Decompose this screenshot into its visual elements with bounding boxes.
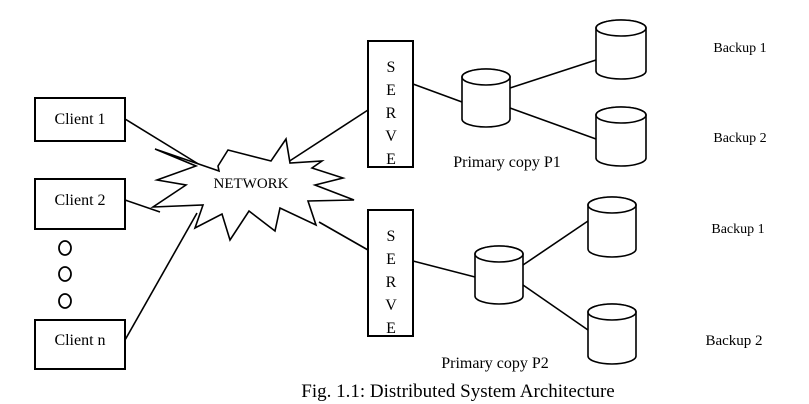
ellipsis-dot (58, 293, 72, 309)
client-2: Client 2 (34, 178, 126, 230)
cylinder-top (474, 245, 524, 263)
server-2-letter: S (387, 228, 396, 245)
primary-p2: Primary copy P2 (441, 245, 549, 372)
client-1: Client 1 (34, 97, 126, 142)
ellipsis-dots (58, 240, 72, 309)
cylinder-top (461, 68, 511, 86)
ellipsis-dot (58, 240, 72, 256)
edge-server2-p2 (412, 260, 476, 278)
server-1: S E R V E (367, 40, 414, 168)
network-cloud-icon (150, 136, 355, 242)
client-n-box (34, 319, 126, 370)
edge-p1-backup2 (509, 107, 597, 140)
backup-p2-1: Backup 1 (587, 196, 765, 258)
server-2-letter: E (386, 251, 396, 268)
server-2: S E R V E (367, 209, 414, 337)
server-2-box (367, 209, 414, 337)
server-2-letter: R (386, 274, 397, 291)
backup-p2-1-label: Backup 1 (711, 222, 764, 237)
client-n-label: Client n (54, 332, 105, 349)
cylinder-top (595, 106, 647, 124)
network: NETWORK (150, 136, 355, 242)
server-1-letter: V (385, 128, 397, 145)
backup-p2-2-label: Backup 2 (705, 333, 762, 349)
edge-client1-network (124, 118, 201, 166)
primary-p1: Primary copy P1 (453, 68, 561, 171)
client-n: Client n (34, 319, 126, 370)
server-1-letter: S (387, 59, 396, 76)
client-2-label: Client 2 (54, 192, 105, 209)
cylinder-top (595, 19, 647, 37)
edge-client2-network (124, 199, 161, 213)
edge-clientn-network (124, 212, 198, 341)
network-label: NETWORK (214, 176, 289, 192)
client-2-box (34, 178, 126, 230)
ellipsis-dot (58, 266, 72, 282)
edge-network-server1 (284, 109, 369, 165)
backup-p1-1-label: Backup 1 (713, 41, 766, 56)
backup-p1-1: Backup 1 (595, 19, 767, 80)
server-1-letter: R (386, 105, 397, 122)
server-1-letter: E (386, 151, 396, 168)
edge-network-server2 (318, 221, 369, 251)
server-1-letter: E (386, 82, 396, 99)
server-1-box (367, 40, 414, 168)
cylinder-top (587, 196, 637, 214)
server-2-letter: E (386, 320, 396, 337)
client-1-box (34, 97, 126, 142)
primary-p1-label: Primary copy P1 (453, 154, 561, 171)
backup-p1-2: Backup 2 (595, 106, 767, 167)
client-1-label: Client 1 (54, 111, 105, 128)
primary-p2-label: Primary copy P2 (441, 355, 549, 372)
edge-p2-backup1 (522, 220, 589, 266)
cylinder-top (587, 303, 637, 321)
edge-p1-backup1 (509, 59, 597, 89)
edge-server1-p1 (412, 83, 463, 103)
backup-p2-2: Backup 2 (587, 303, 763, 365)
figure-caption: Fig. 1.1: Distributed System Architectur… (301, 381, 614, 402)
edge-p2-backup2 (522, 284, 589, 331)
connections (124, 59, 597, 341)
backup-p1-2-label: Backup 2 (713, 131, 766, 146)
server-2-letter: V (385, 297, 397, 314)
